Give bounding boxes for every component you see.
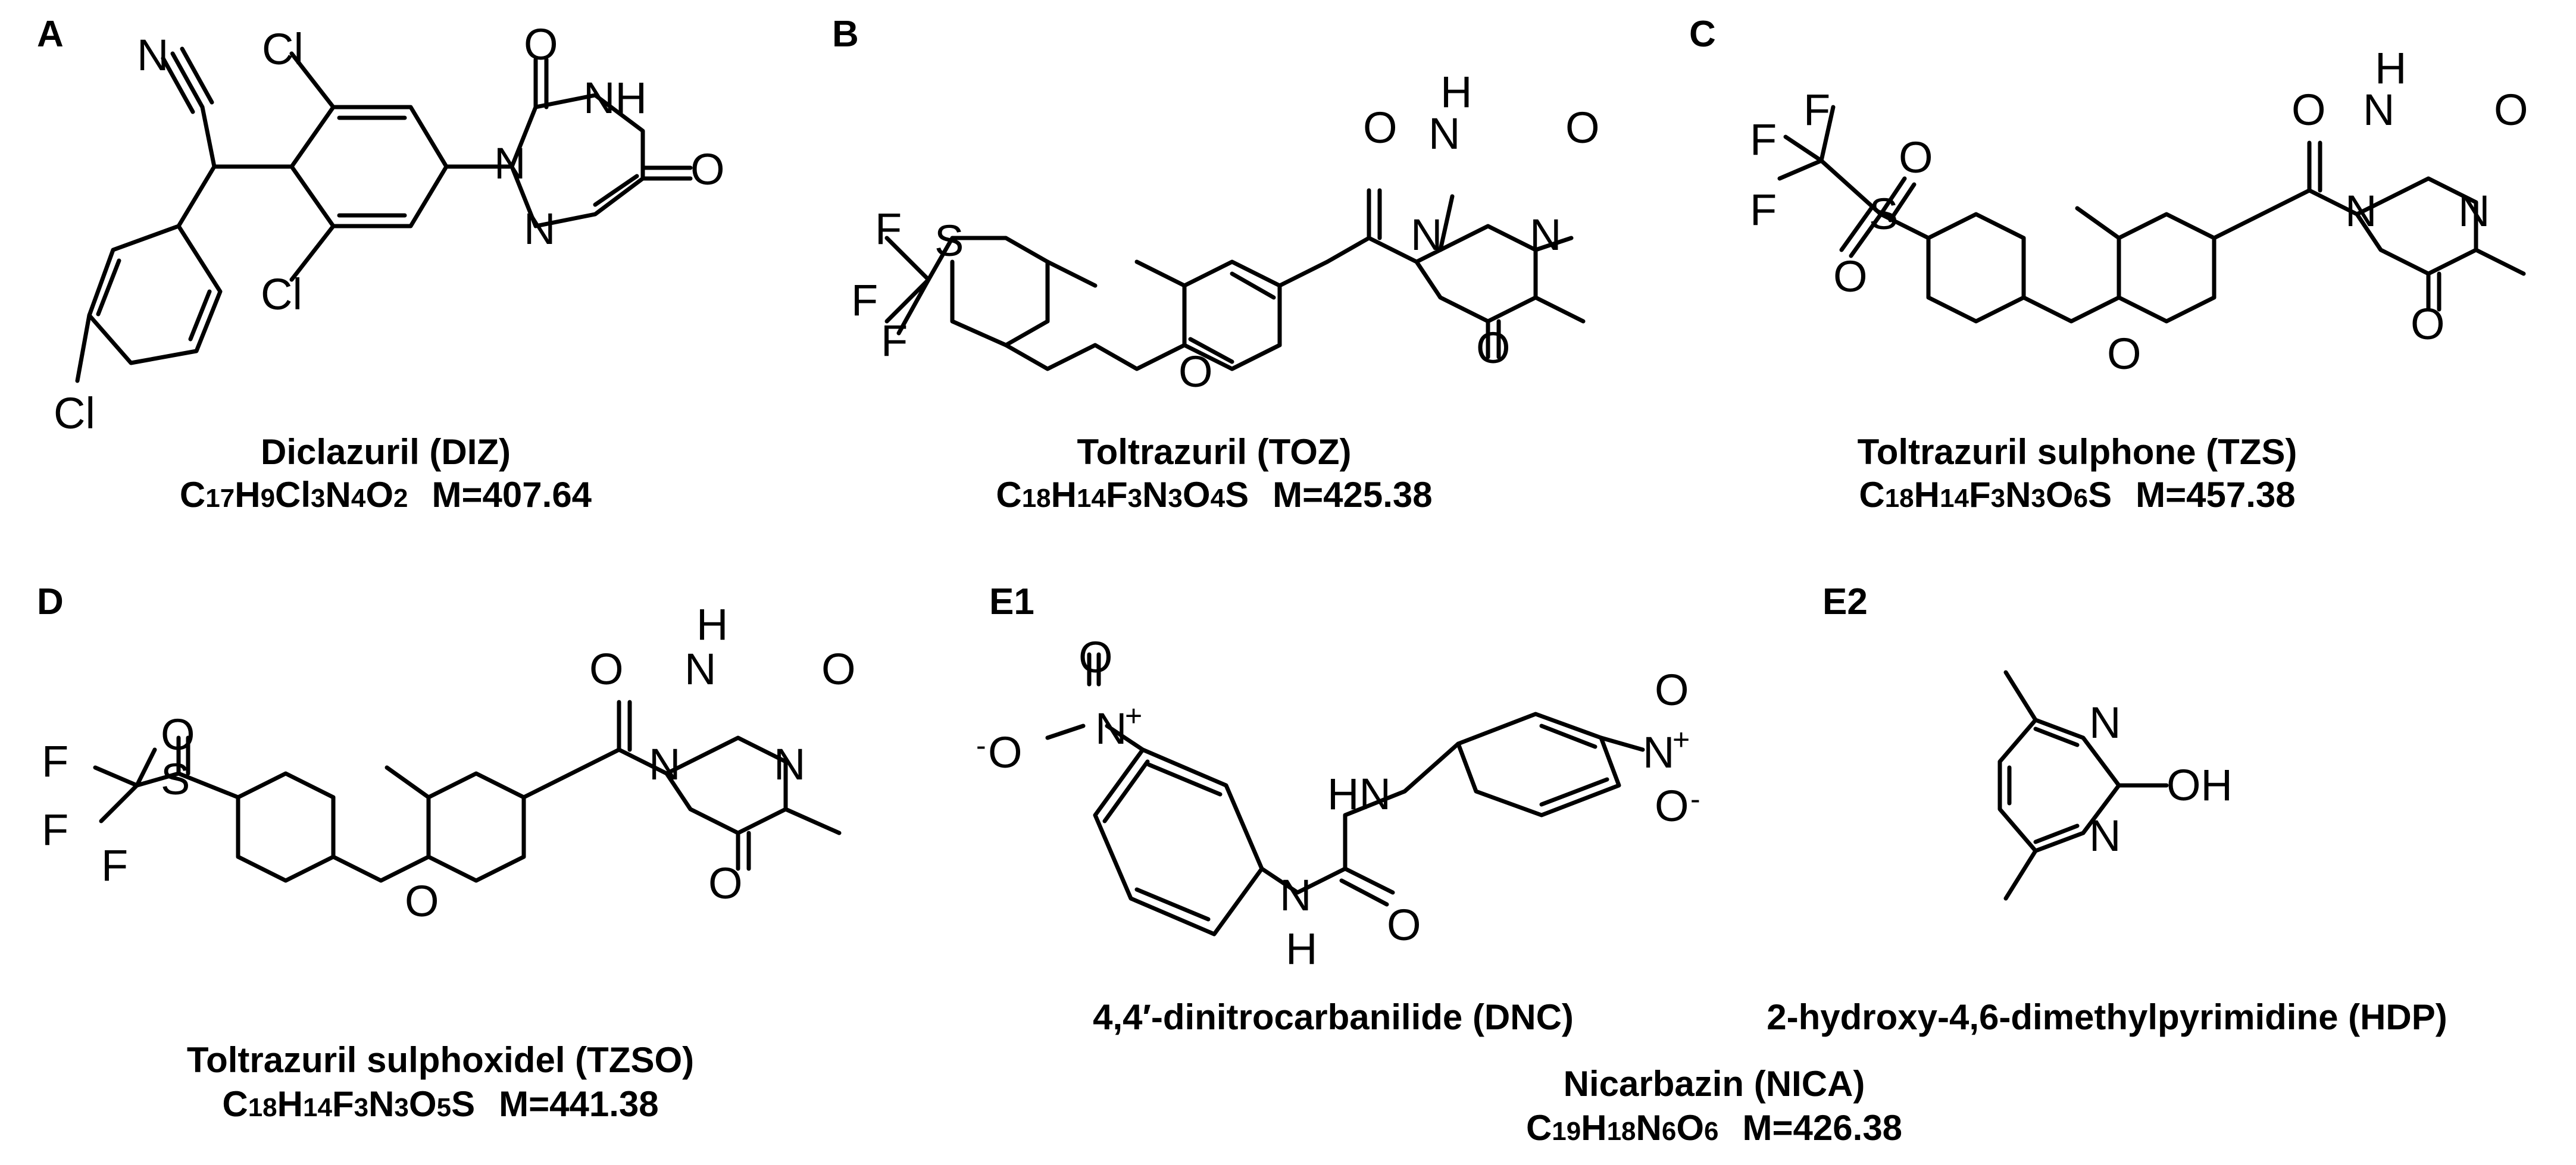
atom-o-c-s1: O: [1899, 133, 1933, 182]
atom-f-b3: F: [881, 316, 908, 365]
name-dnc: 4,4′-dinitrocarbanilide (DNC): [1093, 997, 1574, 1037]
atom-n1: N: [494, 139, 526, 188]
atom-h-b: H: [1440, 67, 1472, 117]
charge-minus-e1-left: -: [976, 729, 986, 762]
atom-o-e1-left: O: [988, 728, 1023, 777]
atom-o-ether-d: O: [405, 876, 439, 926]
atom-h-d: H: [696, 600, 728, 649]
name-toltrazuril-sulphoxide: Toltrazuril sulphoxidel (TZSO): [187, 1040, 694, 1080]
name-toltrazuril-sulphone: Toltrazuril sulphone (TZS): [1858, 432, 2297, 472]
atom-o-a1: O: [524, 20, 558, 69]
atom-n-e2-top: N: [2089, 698, 2121, 747]
atom-n-c3: N: [2458, 186, 2490, 236]
atom-o-c2: O: [2494, 85, 2528, 134]
structure-hdp: [1997, 670, 2169, 901]
atom-n-d1: N: [684, 644, 716, 694]
atom-f-b2: F: [851, 275, 878, 325]
atom-cl-top: Cl: [262, 24, 304, 74]
atom-o-ether-b: O: [1178, 347, 1213, 396]
name-toltrazuril: Toltrazuril (TOZ): [1077, 432, 1351, 472]
name-nicarbazin: Nicarbazin (NICA): [1564, 1064, 1865, 1104]
atom-o-b1: O: [1363, 103, 1398, 152]
atom-nh-a: NH: [583, 73, 647, 123]
atom-n-e1-left: N: [1095, 704, 1127, 753]
atom-o-d2: O: [821, 644, 856, 694]
atom-f-c1: F: [1803, 85, 1830, 134]
atom-n-e1-right: N: [1643, 728, 1674, 777]
atom-n-d2: N: [649, 740, 680, 789]
atom-s-b: S: [934, 216, 964, 265]
atom-n2: N: [524, 204, 555, 253]
structure-toltrazuril-sulphone: [1777, 105, 2526, 324]
atom-f-d3: F: [101, 841, 128, 890]
atom-n-b1: N: [1428, 109, 1460, 158]
atom-f-d1: F: [42, 737, 68, 786]
atom-n-nitrile: N: [137, 30, 168, 80]
atom-n-e2-bottom: N: [2089, 811, 2121, 860]
atom-f-c2: F: [1750, 115, 1777, 164]
atom-cl-para: Cl: [54, 389, 95, 438]
charge-plus-e1-right: +: [1672, 723, 1690, 756]
structure-toltrazuril: [884, 188, 1586, 371]
charge-minus-e1-right: -: [1690, 782, 1700, 816]
atom-f-c3: F: [1750, 185, 1777, 234]
atom-o-e1-right-bottom: O: [1655, 781, 1689, 831]
name-diclazuril: Diclazuril (DIZ): [261, 432, 511, 472]
atom-o-b3: O: [1476, 323, 1511, 372]
panel-letter-c: C: [1689, 14, 1716, 55]
atom-cl-bottom: Cl: [261, 270, 302, 319]
atom-n-d3: N: [774, 740, 805, 789]
atom-n-c2: N: [2345, 186, 2377, 236]
atom-o-e1-right-top: O: [1655, 665, 1689, 715]
atom-h-c: H: [2375, 43, 2406, 93]
atom-h-e1: H: [1286, 924, 1317, 973]
atom-n-b2: N: [1411, 210, 1442, 259]
atom-hn-e1: HN: [1327, 769, 1391, 819]
structure-dnc: [1045, 652, 1645, 937]
atom-o-a2: O: [690, 145, 725, 194]
atom-o-e1-carbonyl: O: [1387, 900, 1421, 950]
atom-o-b2: O: [1565, 103, 1600, 152]
charge-plus-e1-left: +: [1125, 699, 1142, 732]
atom-n-c1: N: [2363, 85, 2394, 134]
atom-o-c-s2: O: [1833, 252, 1868, 301]
atom-f-b1: F: [875, 204, 902, 253]
structure-toltrazuril-sulphoxide: [93, 700, 842, 883]
panel-letter-e2: E2: [1822, 581, 1868, 622]
atom-n-b3: N: [1530, 210, 1561, 259]
atom-oh-e2: OH: [2167, 760, 2233, 810]
atom-nh-e1: N: [1280, 870, 1311, 920]
panel-letter-d: D: [37, 581, 64, 622]
atom-o-c1: O: [2291, 85, 2326, 134]
atom-o-ether-c: O: [2107, 329, 2142, 378]
atom-o-d-s: O: [161, 710, 195, 759]
atom-s-d: S: [161, 754, 190, 804]
structure-diclazuril: [75, 46, 693, 383]
panel-letter-a: A: [37, 14, 64, 55]
atom-o-d1: O: [589, 644, 624, 694]
atom-f-d2: F: [42, 805, 68, 854]
atom-o-d3: O: [708, 859, 743, 908]
name-hdp: 2-hydroxy-4,6-dimethylpyrimidine (HDP): [1767, 997, 2447, 1037]
panel-letter-e1: E1: [989, 581, 1034, 622]
atom-o-e1-top: O: [1078, 632, 1113, 682]
panel-letter-b: B: [832, 14, 859, 55]
atom-o-c3: O: [2411, 299, 2445, 349]
atom-s-c: S: [1869, 189, 1898, 239]
